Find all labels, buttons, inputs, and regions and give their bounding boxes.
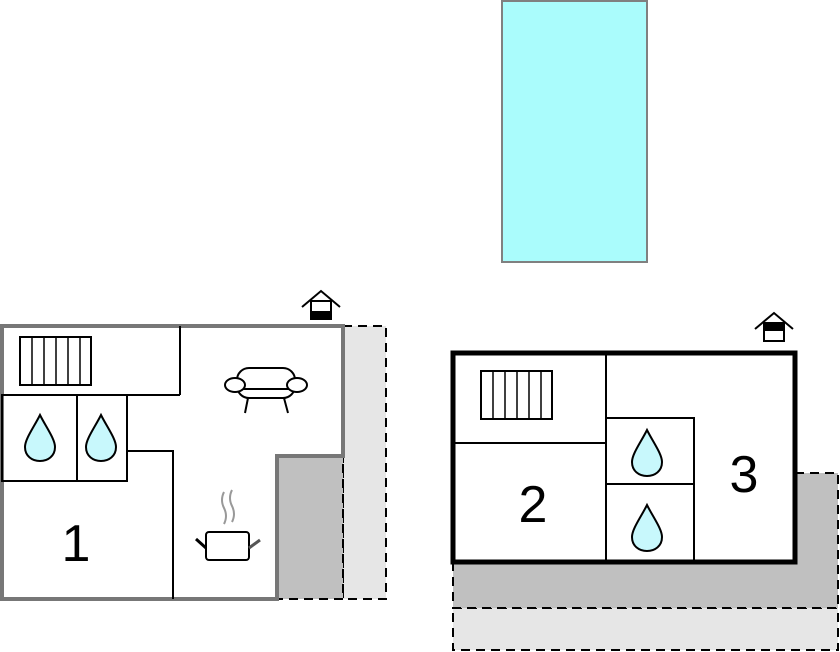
- terrace-light-left: [342, 325, 387, 600]
- terrace-dark-left: [276, 454, 344, 600]
- room-label-2: 2: [519, 476, 548, 534]
- building-left: 1: [0, 290, 345, 601]
- building-right: 2 3: [450, 312, 798, 565]
- sofa-icon: [224, 367, 308, 414]
- radiator-icon: [19, 336, 92, 386]
- room-label-3: 3: [730, 446, 759, 504]
- terrace-light-right: [452, 607, 839, 651]
- radiator-icon: [480, 370, 553, 420]
- pool: [501, 0, 648, 263]
- kitchen-pot-icon: [194, 489, 261, 561]
- room-label-1: 1: [62, 515, 91, 573]
